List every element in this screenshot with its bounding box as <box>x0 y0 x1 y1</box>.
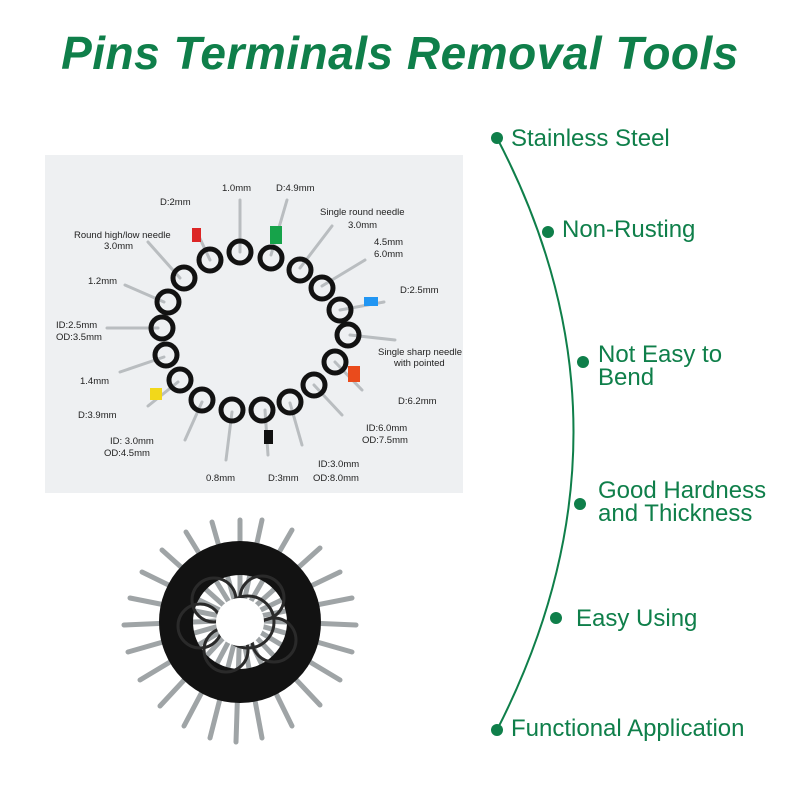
feature-line: Functional Application <box>511 715 745 742</box>
feature-non-rusting: Non-Rusting <box>562 216 696 243</box>
label-single-round-2: 3.0mm <box>348 220 377 231</box>
black-handle <box>264 430 273 444</box>
feature-line: Easy Using <box>576 605 698 632</box>
label-4-5mm: 4.5mm <box>374 237 403 248</box>
label-round-hl-1: Round high/low needle <box>74 230 171 241</box>
label-6-0mm: 6.0mm <box>374 249 403 260</box>
feature-line: and Thickness <box>598 500 753 527</box>
feature-line: Stainless Steel <box>511 125 670 152</box>
feature-good-hardness: Good Hardness and Thickness <box>598 477 767 527</box>
green-handle <box>270 226 282 244</box>
page-title: Pins Terminals Removal Tools <box>61 27 739 79</box>
label-round-hl-2: 3.0mm <box>104 241 133 252</box>
label-od3-5: OD:3.5mm <box>56 332 102 343</box>
feature-functional-application: Functional Application <box>511 715 745 742</box>
label-od8-0: OD:8.0mm <box>313 473 359 484</box>
feature-line: Bend <box>598 364 655 391</box>
label-d3: D:3mm <box>268 473 299 484</box>
label-od4-5: OD:4.5mm <box>104 448 150 459</box>
timeline-dot <box>574 498 586 510</box>
label-1-4mm: 1.4mm <box>80 376 109 387</box>
sizes-panel <box>45 155 463 493</box>
label-id2-5: ID:2.5mm <box>56 320 97 331</box>
label-d2-5: D:2.5mm <box>400 285 439 296</box>
label-od7-5: OD:7.5mm <box>362 435 408 446</box>
feature-line: Good Hardness <box>598 477 767 504</box>
label-sharp-1: Single sharp needle <box>378 347 462 358</box>
feature-line: Not Easy to <box>598 341 723 368</box>
label-id6-0: ID:6.0mm <box>366 423 407 434</box>
label-d2: D:2mm <box>160 197 191 208</box>
feature-stainless-steel: Stainless Steel <box>511 125 670 152</box>
feature-easy-using: Easy Using <box>576 605 698 632</box>
timeline-dot <box>491 132 503 144</box>
blue-handle <box>364 297 378 306</box>
timeline-curve <box>496 137 575 731</box>
red-handle <box>192 228 201 242</box>
orange-handle <box>348 366 360 382</box>
timeline-dot <box>542 226 554 238</box>
timeline-dot <box>577 356 589 368</box>
label-1-0mm: 1.0mm <box>222 183 251 194</box>
feature-not-easy-to-bend: Not Easy to Bend <box>598 341 723 391</box>
label-0-8mm: 0.8mm <box>206 473 235 484</box>
label-d4-9: D:4.9mm <box>276 183 315 194</box>
label-d6-2: D:6.2mm <box>398 396 437 407</box>
label-id3-0b: ID:3.0mm <box>318 459 359 470</box>
label-1-2mm: 1.2mm <box>88 276 117 287</box>
feature-line: Non-Rusting <box>562 216 696 243</box>
timeline-dot <box>550 612 562 624</box>
bundled-tools-photo <box>121 517 359 745</box>
label-id3-0a: ID: 3.0mm <box>110 436 154 447</box>
timeline-dots <box>491 132 589 736</box>
label-single-round-1: Single round needle <box>320 207 405 218</box>
label-sharp-2: with pointed <box>393 358 445 369</box>
timeline-dot <box>491 724 503 736</box>
yellow-handle <box>150 388 162 400</box>
bundle-ring-mass <box>159 541 321 703</box>
upper-rings <box>148 238 362 424</box>
label-d3-9: D:3.9mm <box>78 410 117 421</box>
